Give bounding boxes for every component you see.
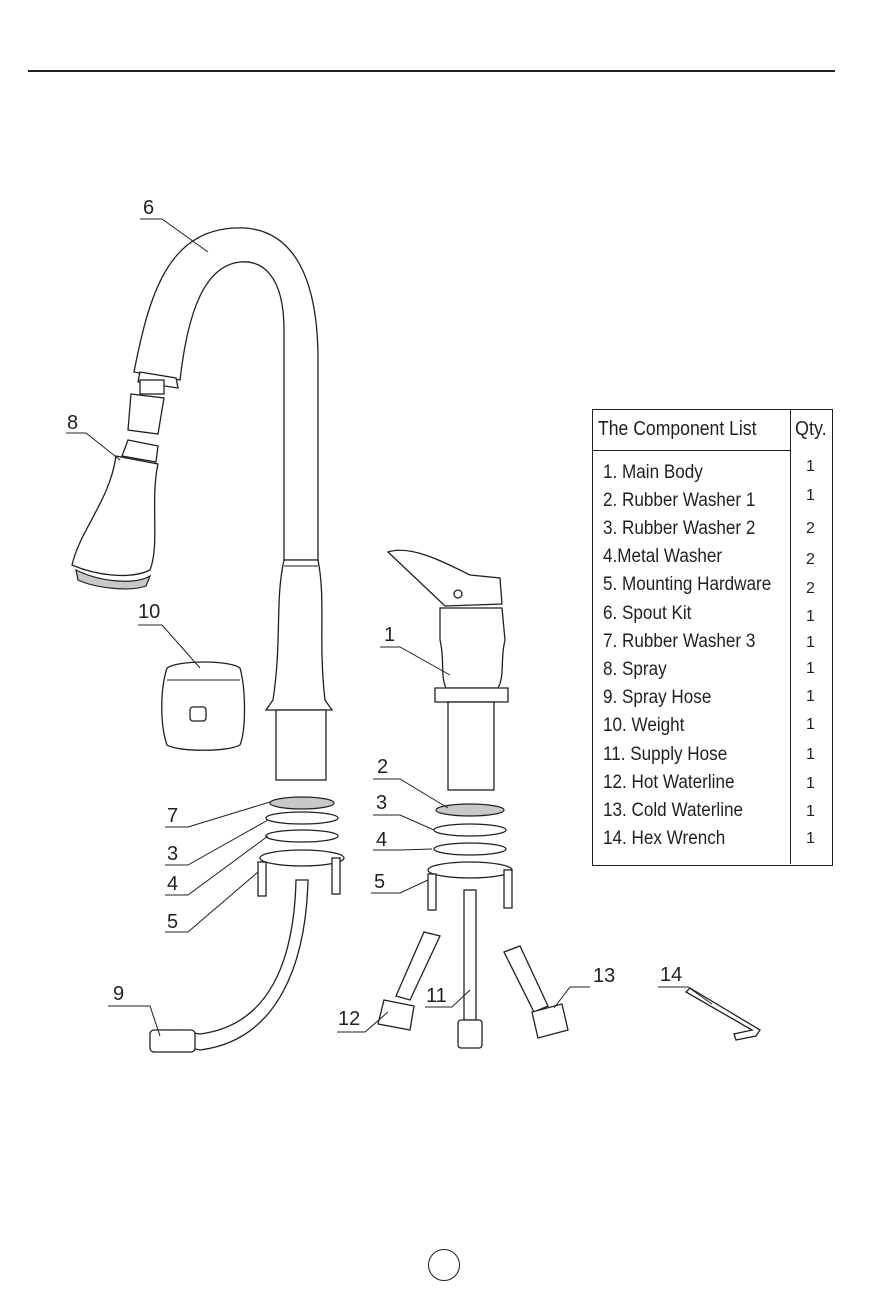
- table-row-name: 12. Hot Waterline: [603, 772, 735, 793]
- cold-waterline: [503, 945, 569, 1039]
- table-row-qty: 1: [806, 688, 815, 705]
- table-row-qty: 1: [806, 458, 815, 475]
- table-row-qty: 1: [806, 634, 815, 651]
- table-row-qty: 1: [806, 716, 815, 733]
- table-row-qty: 1: [806, 746, 815, 763]
- callout-5-right: 5: [374, 871, 385, 893]
- callout-3-left: 3: [167, 843, 178, 865]
- callout-2: 2: [377, 756, 388, 778]
- table-row-name: 8. Spray: [603, 659, 667, 680]
- table-header-name: The Component List: [598, 418, 757, 440]
- table-row-name: 3. Rubber Washer 2: [603, 518, 756, 539]
- table-row-name: 6. Spout Kit: [603, 603, 692, 624]
- table-row-name: 1. Main Body: [603, 462, 703, 483]
- callout-4-right: 4: [376, 829, 387, 851]
- table-row-name: 4.Metal Washer: [603, 546, 723, 567]
- table-row-qty: 2: [806, 580, 815, 597]
- table-header-divider: [593, 450, 790, 451]
- callout-4-left: 4: [167, 873, 178, 895]
- table-header-qty: Qty.: [795, 418, 827, 440]
- callout-leaders: [66, 218, 713, 1037]
- table-row-name: 13. Cold Waterline: [603, 800, 744, 821]
- table-row-name: 7. Rubber Washer 3: [603, 631, 756, 652]
- table-row-qty: 1: [806, 660, 815, 677]
- supply-hose: [457, 889, 483, 1049]
- table-row-name: 10. Weight: [603, 715, 685, 736]
- table-column-divider: [790, 410, 791, 864]
- callout-14: 14: [660, 964, 682, 986]
- callout-13: 13: [593, 965, 615, 987]
- table-row-name: 2. Rubber Washer 1: [603, 490, 756, 511]
- spray-head: [71, 439, 159, 590]
- callout-6: 6: [143, 197, 154, 219]
- callout-10: 10: [138, 601, 160, 623]
- right-washer-stack: [427, 803, 513, 911]
- table-row-name: 14. Hex Wrench: [603, 828, 726, 849]
- spout-kit: [133, 227, 334, 781]
- hex-wrench: [684, 987, 761, 1041]
- callout-12: 12: [338, 1008, 360, 1030]
- callout-5-left: 5: [167, 911, 178, 933]
- component-list-table: The Component List Qty. 1. Main Body 1 2…: [592, 409, 833, 866]
- table-row-qty: 1: [806, 803, 815, 820]
- callout-3-right: 3: [376, 792, 387, 814]
- table-row-qty: 1: [806, 830, 815, 847]
- spray-connector: [127, 379, 165, 435]
- table-row-name: 11. Supply Hose: [603, 744, 728, 765]
- hot-waterline: [377, 931, 441, 1031]
- weight: [161, 661, 246, 751]
- table-row-qty: 1: [806, 608, 815, 625]
- main-body: [386, 549, 509, 791]
- page-number-circle: [428, 1249, 460, 1281]
- table-row-qty: 1: [806, 487, 815, 504]
- spray-hose: [149, 879, 309, 1053]
- callout-8: 8: [67, 412, 78, 434]
- callout-11: 11: [426, 985, 447, 1007]
- callout-9: 9: [113, 983, 124, 1005]
- table-row-qty: 2: [806, 520, 815, 537]
- left-washer-stack: [257, 796, 345, 897]
- callout-1: 1: [384, 624, 395, 646]
- table-row-name: 9. Spray Hose: [603, 687, 712, 708]
- callout-7: 7: [167, 805, 178, 827]
- top-rule: [28, 70, 835, 72]
- table-row-qty: 2: [806, 551, 815, 568]
- table-row-qty: 1: [806, 775, 815, 792]
- table-row-name: 5. Mounting Hardware: [603, 574, 772, 595]
